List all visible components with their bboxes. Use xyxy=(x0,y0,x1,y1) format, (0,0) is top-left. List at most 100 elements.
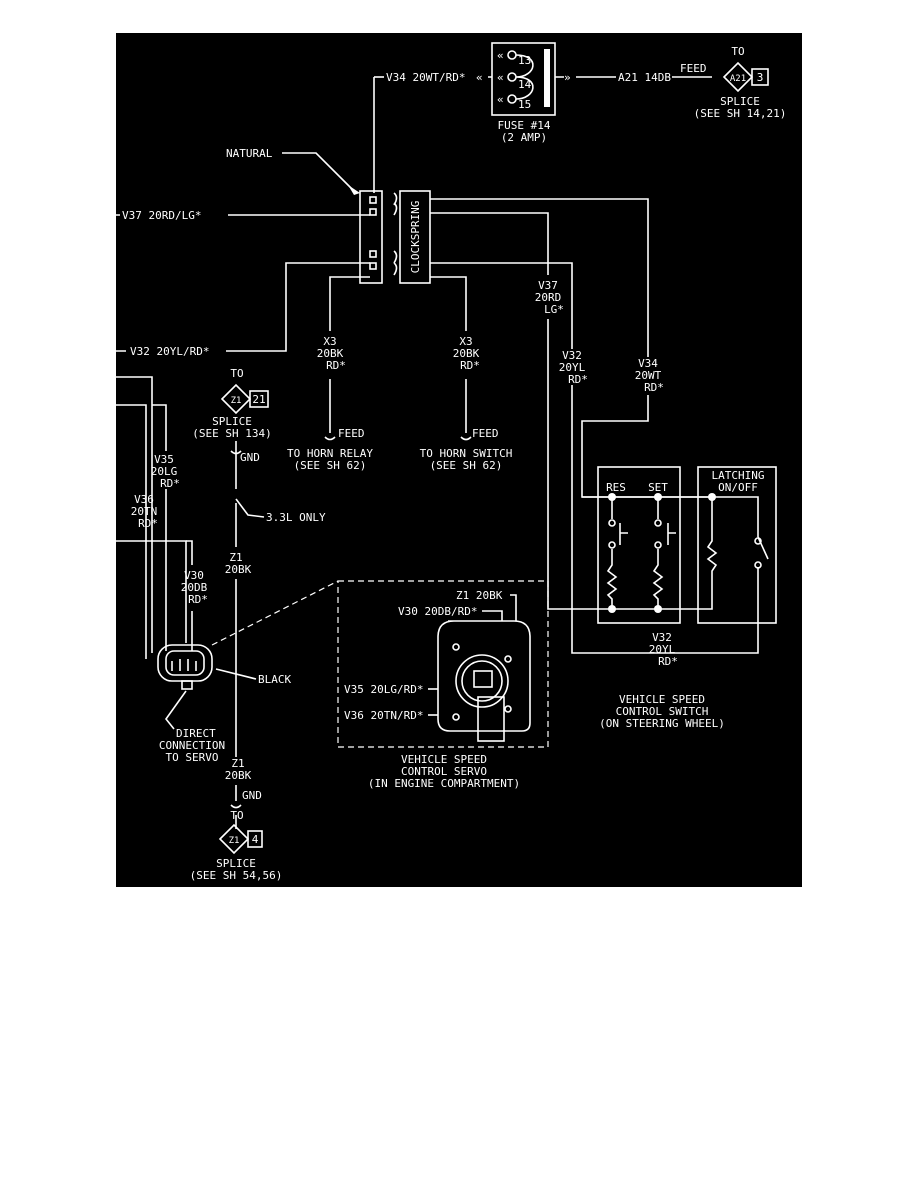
servo-caption-2: CONTROL SERVO xyxy=(401,765,487,778)
only-33l-leader xyxy=(235,498,265,518)
wire-left-stub-2 xyxy=(116,404,147,659)
wire-v35-3: RD* xyxy=(160,477,180,490)
fuse-pin-14: 14 xyxy=(507,72,532,91)
a21-chevrons: » xyxy=(564,71,571,84)
splice-a21-num: 3 xyxy=(757,71,764,84)
servo-connector-pins xyxy=(171,659,197,671)
wire-x3-b-1: X3 xyxy=(459,335,472,348)
switch-latching-1: LATCHING xyxy=(712,469,765,482)
direct-connection-3: TO SERVO xyxy=(166,751,219,764)
natural-label: NATURAL xyxy=(226,147,273,160)
wire-v35-2: 20LG xyxy=(151,465,178,478)
fuse-chevrons-left-2: « xyxy=(497,71,504,84)
wire-z1-upper-1: Z1 xyxy=(229,551,242,564)
servo-pin-v35: V35 20LG/RD* xyxy=(344,683,423,696)
wire-v34-top-label: V34 20WT/RD* xyxy=(386,71,465,84)
fuse-block xyxy=(491,42,556,116)
res-contact-bottom xyxy=(608,541,616,549)
switch-housing-res-set xyxy=(597,466,681,624)
splice-a21-label-2: (SEE SH 14,21) xyxy=(694,107,787,120)
servo-dashed-link xyxy=(211,580,339,646)
splice-z1-upper-num: 21 xyxy=(252,393,265,406)
wiring-diagram: 13 14 15 « « « FUSE #14 (2 AMP) V34 20WT… xyxy=(116,33,802,887)
splice-z1-lower-label-2: (SEE SH 54,56) xyxy=(190,869,283,882)
splice-z1-lower-code: Z1 xyxy=(229,836,240,846)
latch-contact-top xyxy=(754,537,762,545)
wire-z1-upper-2: 20BK xyxy=(225,563,252,576)
connector-cavity-2 xyxy=(369,208,377,216)
gnd-upper-label: GND xyxy=(240,451,260,464)
wire-x3-a-3: RD* xyxy=(326,359,346,372)
feed-b-mark xyxy=(460,436,472,441)
wiring-diagram-svg: 13 14 15 « « « FUSE #14 (2 AMP) V34 20WT… xyxy=(116,42,787,882)
latch-contact-bottom xyxy=(754,561,762,569)
gnd-lower-mark xyxy=(230,804,242,809)
direct-connection-2: CONNECTION xyxy=(159,739,225,752)
wire-v32-bottom-3: RD* xyxy=(658,655,678,668)
wire-v34-right-1: V34 xyxy=(638,357,658,370)
wire-x3-a-2: 20BK xyxy=(317,347,344,360)
fuse-pin-15: 15 xyxy=(507,94,531,111)
clockspring-coil-bottom xyxy=(393,250,398,276)
wire-v34-top xyxy=(373,76,492,193)
feed-a-mark xyxy=(324,436,336,441)
natural-leader xyxy=(282,152,353,190)
splice-z1-lower-num-box xyxy=(247,830,263,848)
wire-x3-b-2: 20BK xyxy=(453,347,480,360)
fuse-chevrons-left-3: « xyxy=(497,93,504,106)
servo-connector-latch xyxy=(181,680,193,690)
wire-x3-a xyxy=(329,276,370,433)
wire-v37-right xyxy=(430,212,614,610)
wire-v32-mid-3: RD* xyxy=(568,373,588,386)
splice-z1-upper-to: TO xyxy=(230,367,243,380)
direct-connection-leader xyxy=(164,690,187,730)
horn-switch-1: TO HORN SWITCH xyxy=(420,447,513,460)
servo-diaphragm xyxy=(455,654,509,708)
splice-z1-upper-code: Z1 xyxy=(231,396,242,406)
fuse-links xyxy=(515,54,534,100)
fuse-chevrons-left: « xyxy=(497,49,504,62)
splice-a21-num-box xyxy=(751,68,769,86)
splice-z1-lower-label-1: SPLICE xyxy=(216,857,256,870)
clockspring xyxy=(399,190,431,284)
gnd-upper-mark xyxy=(230,450,242,455)
servo-connector-inner xyxy=(165,650,205,676)
servo-diaphragm-inner xyxy=(461,660,503,702)
wire-v32-bottom-2: 20YL xyxy=(649,643,676,656)
only-33l-label: 3.3L ONLY xyxy=(266,511,326,524)
wire-v32-mid-2: 20YL xyxy=(559,361,586,374)
splice-z1-upper-num-box xyxy=(249,390,269,408)
gnd-lower-label: GND xyxy=(242,789,262,802)
natural-connector xyxy=(359,190,383,284)
splice-a21-label-1: SPLICE xyxy=(720,95,760,108)
servo-pin-v30: V30 20DB/RD* xyxy=(398,605,477,618)
fuse-pin-13: 13 xyxy=(507,50,531,67)
wire-v34-right-2: 20WT xyxy=(635,369,662,382)
servo-pin-z1-line xyxy=(510,594,517,621)
switch-node-res-bottom xyxy=(608,605,616,613)
wire-v37-right-1: V37 xyxy=(538,279,558,292)
set-contact-top xyxy=(654,519,662,527)
servo-bolt-4 xyxy=(504,705,512,713)
wire-v37-left-label: V37 20RD/LG* xyxy=(122,209,201,222)
servo-center xyxy=(473,670,493,688)
wire-x3-a-1: X3 xyxy=(323,335,336,348)
switch-housing-latching xyxy=(697,466,777,624)
feed-b-label: FEED xyxy=(472,427,499,440)
wire-v37-right-2: 20RD xyxy=(535,291,562,304)
switch-caption-3: (ON STEERING WHEEL) xyxy=(599,717,725,730)
switch-node-set-bottom xyxy=(654,605,662,613)
latch-switch xyxy=(712,496,769,593)
wire-v30-1: V30 xyxy=(184,569,204,582)
wire-left-stub-1 xyxy=(116,376,153,653)
clockspring-coil-top xyxy=(393,192,398,216)
servo-body xyxy=(437,620,531,732)
wire-z1-lower-1: Z1 xyxy=(231,757,244,770)
connector-cavity-4 xyxy=(369,262,377,270)
wire-v30-2: 20DB xyxy=(181,581,208,594)
wire-x3-b xyxy=(430,276,467,433)
fuse-pin-15-label: 15 xyxy=(518,98,531,111)
fuse-pin-14-label: 14 xyxy=(518,78,532,91)
set-button xyxy=(667,523,676,545)
servo-caption-3: (IN ENGINE COMPARTMENT) xyxy=(368,777,520,790)
